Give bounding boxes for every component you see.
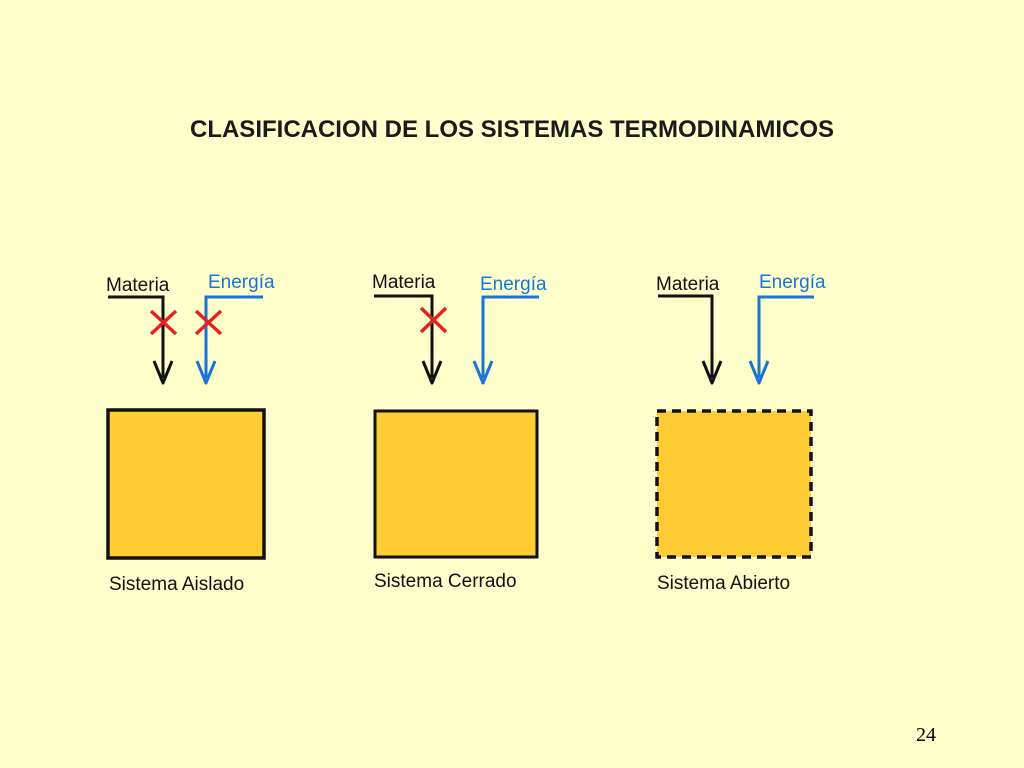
page-title: CLASIFICACION DE LOS SISTEMAS TERMODINAM… (189, 116, 834, 143)
system-aislado: Materia Energía Sistema Aislado (106, 272, 275, 595)
energia-label: Energía (480, 274, 547, 295)
energia-arrow (204, 295, 263, 378)
energia-arrow-head (472, 360, 494, 385)
materia-arrow (374, 294, 434, 378)
energia-arrow (757, 295, 814, 378)
materia-label: Materia (372, 272, 436, 293)
system-cerrado: Materia Energía Sistema Cerrado (372, 272, 547, 592)
system-name: Sistema Aislado (109, 574, 244, 595)
system-abierto: Materia Energía Sistema Abierto (655, 272, 826, 594)
materia-arrow (108, 295, 165, 378)
system-name: Sistema Abierto (657, 573, 790, 594)
materia-label: Materia (656, 274, 720, 295)
materia-arrow (658, 294, 714, 378)
energia-label: Energía (759, 272, 826, 293)
system-box (106, 408, 266, 560)
system-box-dashed (655, 409, 813, 559)
energia-label: Energía (208, 272, 275, 293)
materia-arrow-head (421, 360, 443, 385)
energia-arrow-head (748, 360, 770, 385)
energia-blocked-icon (194, 309, 223, 336)
energia-arrow-head (195, 360, 217, 385)
materia-label: Materia (106, 275, 170, 296)
materia-blocked-icon (149, 309, 178, 336)
system-name: Sistema Cerrado (374, 571, 517, 592)
materia-arrow-head (701, 360, 723, 385)
system-box (373, 409, 539, 559)
page-number: 24 (916, 724, 936, 746)
energia-arrow (481, 295, 539, 378)
materia-arrow-head (152, 360, 174, 385)
materia-blocked-icon (419, 306, 448, 334)
